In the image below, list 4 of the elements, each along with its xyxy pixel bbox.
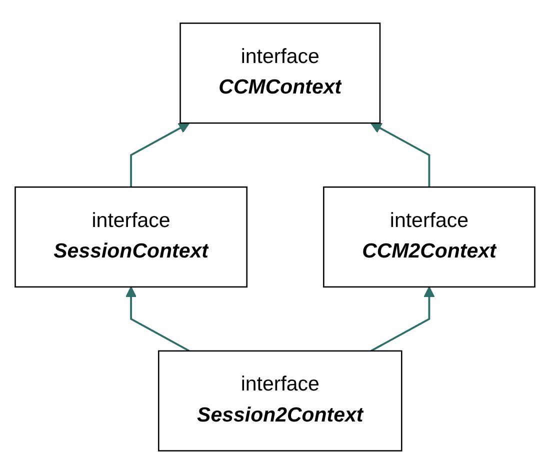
arrow <box>370 122 430 188</box>
arrow <box>130 122 190 188</box>
arrow <box>125 286 190 352</box>
arrow <box>370 286 435 352</box>
